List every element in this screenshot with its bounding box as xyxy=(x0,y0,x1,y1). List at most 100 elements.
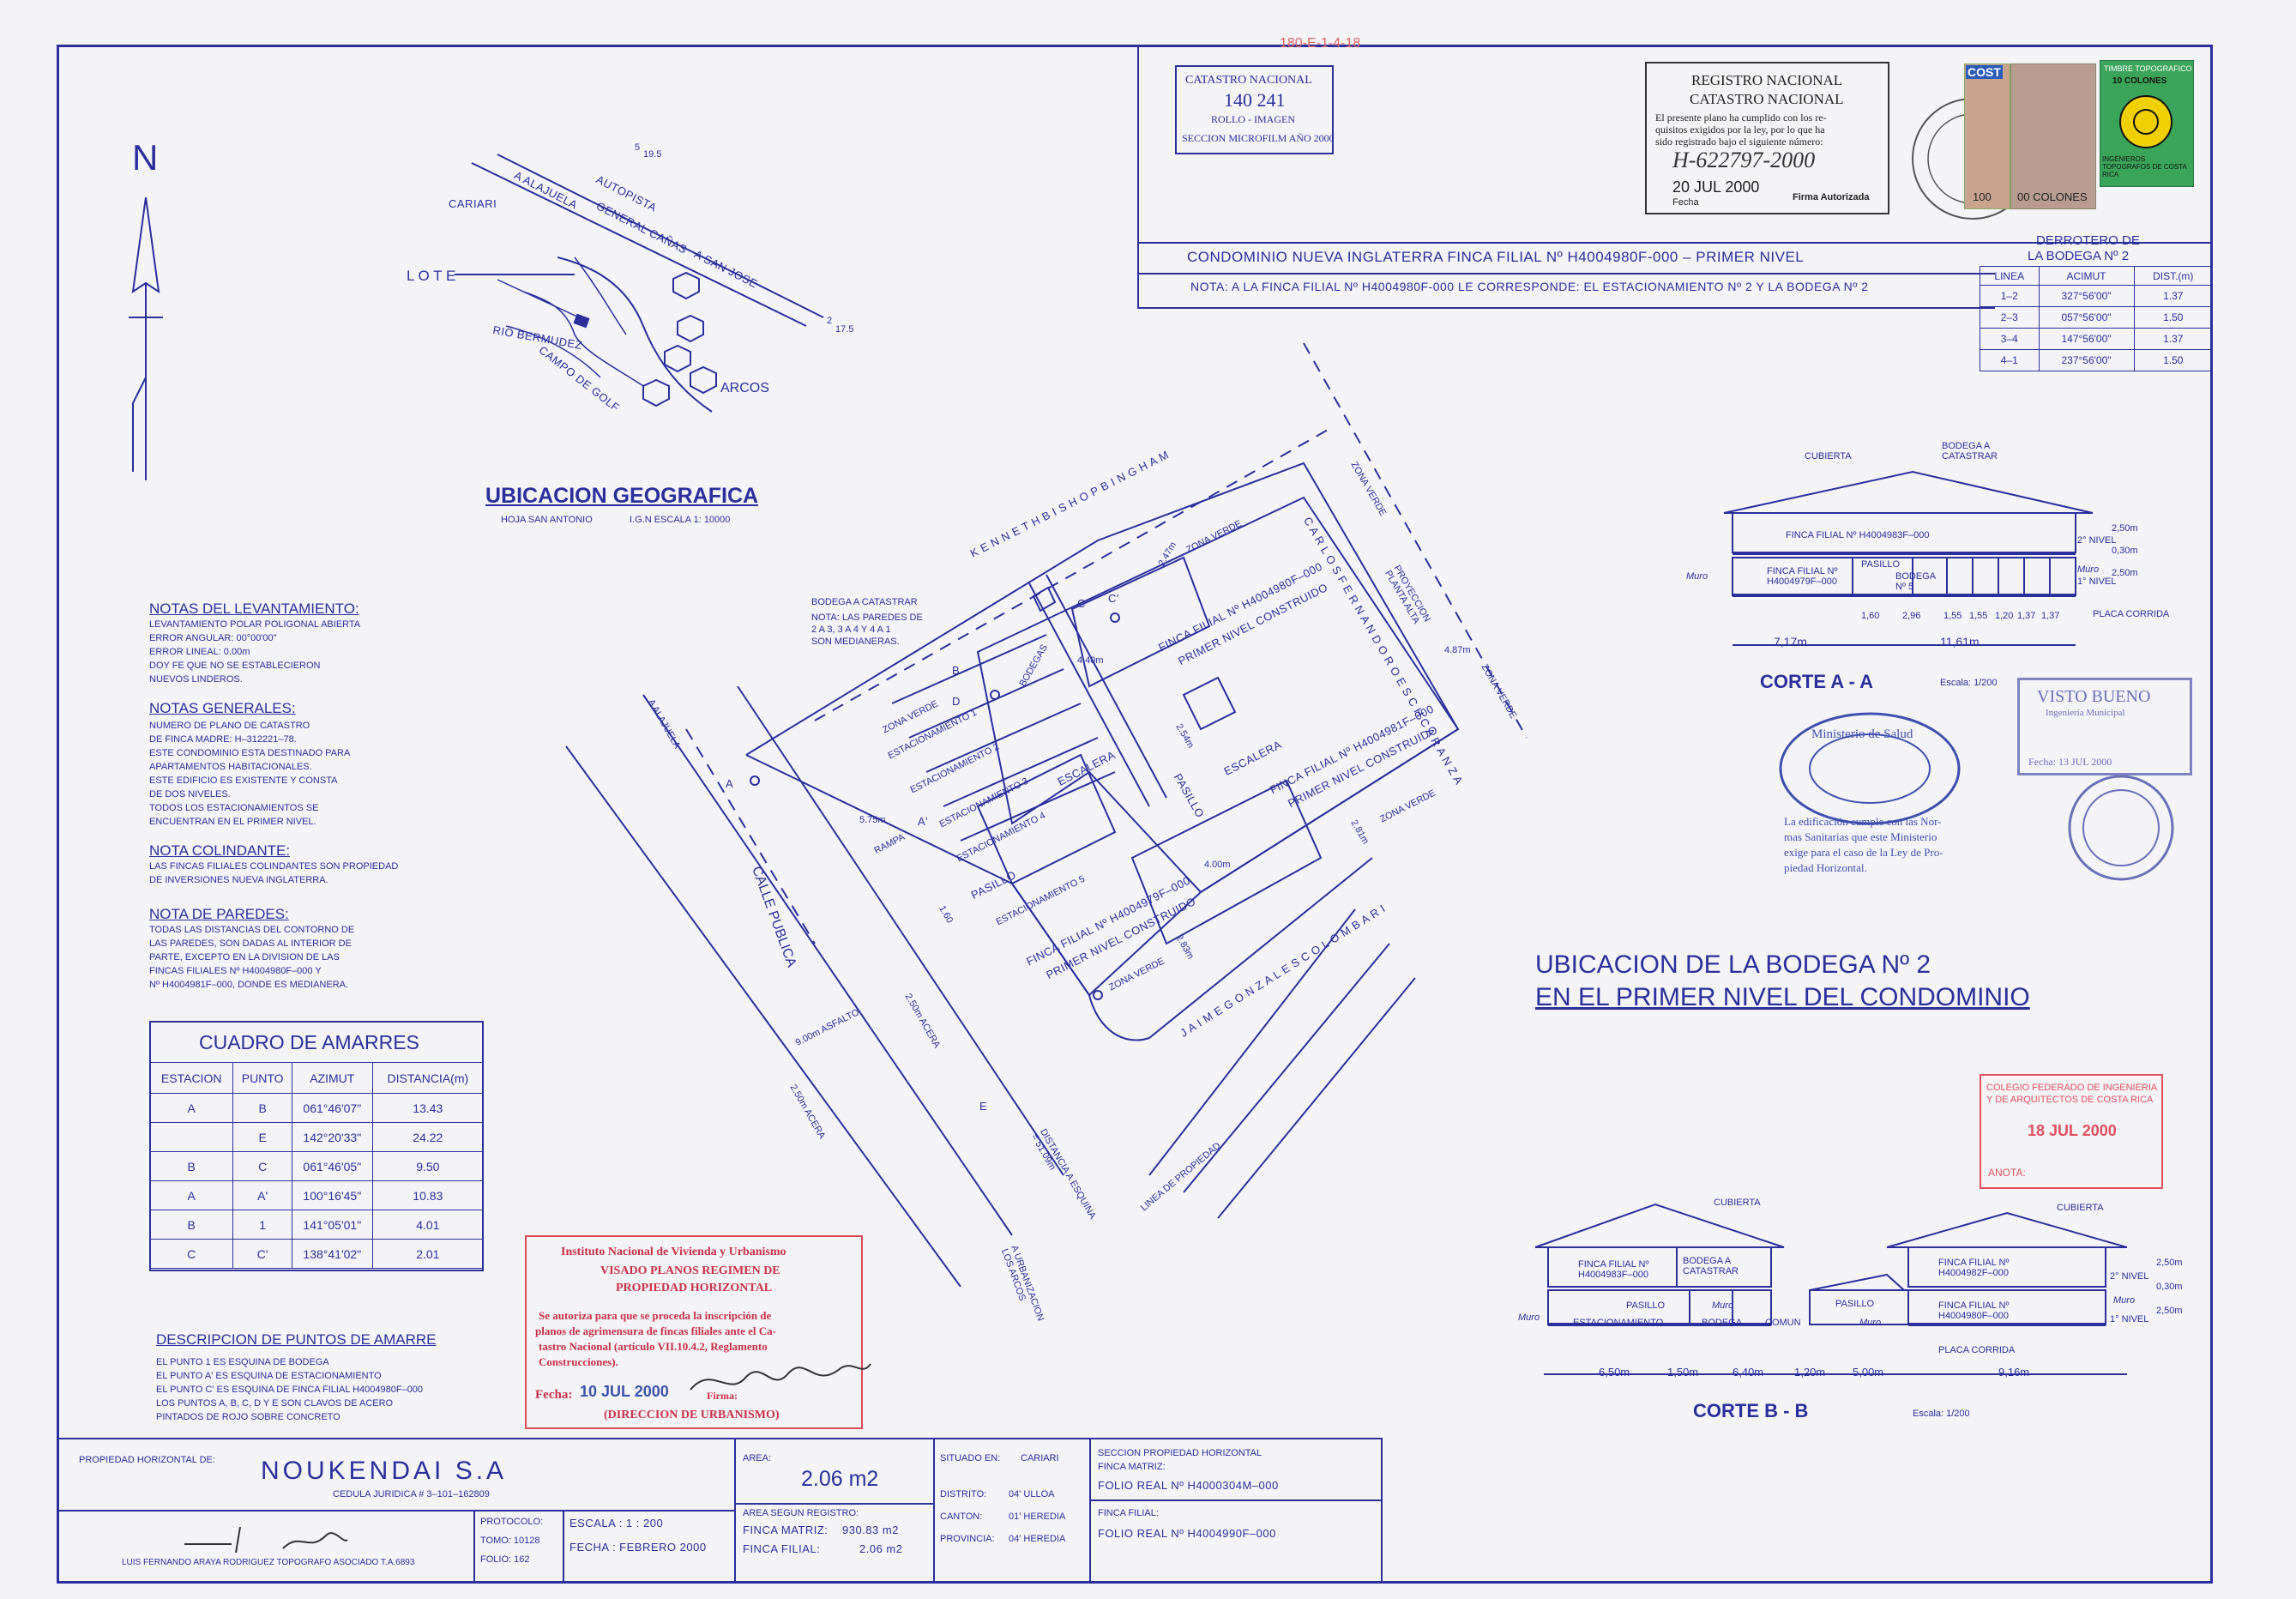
invu-body: Se autoriza para que se proceda la inscr… xyxy=(539,1309,772,1322)
registro-title-1: REGISTRO NACIONAL xyxy=(1691,72,1843,88)
footer-situado-value: CARIARI xyxy=(1021,1453,1059,1463)
invu-firma-label: Firma: xyxy=(707,1390,738,1402)
site-plan-drawing xyxy=(565,342,1528,1287)
municipalidad-seal xyxy=(2068,775,2174,881)
footer-escala: ESCALA : 1 : 200 xyxy=(569,1517,664,1530)
header-title: CONDOMINIO NUEVA INGLATERRA FINCA FILIAL… xyxy=(1187,249,1805,265)
corte-b-nivel1: 1° NIVEL xyxy=(2110,1314,2149,1324)
footer-tomo: TOMO: 10128 xyxy=(480,1536,540,1546)
footer-hline-3 xyxy=(1089,1499,1381,1501)
corte-b-dim: 1,50m xyxy=(1667,1366,1699,1379)
plan-point-a: A xyxy=(726,777,734,790)
footer-distrito-value: 04' ULLOA xyxy=(1009,1489,1055,1499)
amarres-cell: B xyxy=(232,1093,292,1123)
footer-finca-matriz: FINCA MATRIZ: xyxy=(743,1524,829,1536)
derrotero-header-acimut: ACIMUT xyxy=(2038,266,2135,286)
derrotero-header-linea: LINEA xyxy=(1980,266,2040,286)
footer-div-5 xyxy=(1089,1438,1091,1584)
registro-body-1: El presente plano ha cumplido con los re… xyxy=(1655,112,1827,124)
descripcion-line: PINTADOS DE ROJO SOBRE CONCRETO xyxy=(156,1412,340,1422)
notas-gen-line: NUMERO DE PLANO DE CATASTRO xyxy=(149,721,310,731)
corte-b-placa: PLACA CORRIDA xyxy=(1938,1345,2016,1355)
derrotero-cell: 1.50 xyxy=(2133,306,2214,329)
notas-lev-line: ERROR ANGULAR: 00°00'00" xyxy=(149,633,277,643)
amarres-cell: 2.01 xyxy=(371,1239,485,1269)
footer-area-label: AREA: xyxy=(743,1453,772,1463)
plan-point-a-prime: A' xyxy=(918,815,929,828)
map-grid-2: 2 xyxy=(827,316,833,326)
corte-b-h250b: 2,50m xyxy=(2156,1306,2183,1316)
footer-finca-filial: FINCA FILIAL: xyxy=(743,1542,821,1555)
nota-colindante-title: NOTA COLINDANTE: xyxy=(149,842,291,859)
amarres-cell: E xyxy=(232,1122,292,1152)
notas-gen-line: TODOS LOS ESTACIONAMIENTOS SE xyxy=(149,803,319,813)
notas-gen-line: ESTE EDIFICIO ES EXISTENTE Y CONSTA xyxy=(149,775,338,786)
amarres-cell: 061°46'07" xyxy=(291,1093,373,1123)
amarres-cell: 10.83 xyxy=(371,1180,485,1210)
map-label-cariari: CARIARI xyxy=(449,197,497,210)
corte-b-bodega: BODEGA xyxy=(1702,1318,1743,1328)
footer-area-reg: AREA SEGUN REGISTRO: xyxy=(743,1508,859,1518)
nota-col-line: LAS FINCAS FILIALES COLINDANTES SON PROP… xyxy=(149,861,399,872)
amarres-cell xyxy=(148,1122,234,1152)
map-label-lote: L O T E xyxy=(407,268,456,284)
header-band-mid xyxy=(1137,273,1995,275)
location-map xyxy=(455,154,824,413)
colegio-anota: ANOTA: xyxy=(1988,1167,2026,1179)
header-note: NOTA: A LA FINCA FILIAL Nº H4004980F-000… xyxy=(1190,280,1869,293)
footer-owner: NOUKENDAI S.A xyxy=(261,1457,508,1485)
north-label: N xyxy=(132,137,159,178)
plan-bodega-catastrar: BODEGA A CATASTRAR xyxy=(811,597,918,607)
stamp-value-1: 100 xyxy=(1973,190,1992,203)
timbre-value: 10 COLONES xyxy=(2112,76,2167,86)
amarres-cell: B xyxy=(148,1210,234,1240)
catastro-line-2: 140 241 xyxy=(1224,89,1286,111)
derrotero-cell: 4–1 xyxy=(1980,349,2040,371)
notas-gen-line: APARTAMENTOS HABITACIONALES. xyxy=(149,762,312,772)
notas-generales-title: NOTAS GENERALES: xyxy=(149,700,296,716)
footer-hline-1 xyxy=(57,1510,734,1512)
descripcion-line: EL PUNTO A' ES ESQUINA DE ESTACIONAMIENT… xyxy=(156,1371,382,1381)
footer-fm-value: FOLIO REAL Nº H4000304M–000 xyxy=(1098,1479,1279,1492)
ministerio-line: exige para el caso de la Ley de Pro- xyxy=(1784,846,1943,859)
sheet-border xyxy=(57,45,2213,1584)
footer-div-2 xyxy=(563,1510,564,1584)
corte-b-h250a: 2,50m xyxy=(2156,1258,2183,1268)
corte-b-ff982: FINCA FILIAL Nº H4004982F–000 xyxy=(1938,1258,2010,1278)
derrotero-cell: 1.37 xyxy=(2133,285,2214,307)
colegio-date: 18 JUL 2000 xyxy=(2028,1122,2117,1139)
registro-date: 20 JUL 2000 xyxy=(1672,178,1760,196)
corte-b-dim: 6,50m xyxy=(1599,1366,1630,1379)
derrotero-cell: 057°56'00" xyxy=(2038,306,2135,329)
footer-fm-label: FINCA MATRIZ: xyxy=(1098,1462,1166,1472)
registro-number: H-622797-2000 xyxy=(1672,148,1816,172)
corte-a-drawing xyxy=(1723,470,2094,646)
notas-gen-line: DE FINCA MADRE: H–312221–78. xyxy=(149,734,297,745)
map-label-arcos: ARCOS xyxy=(720,381,769,395)
ubicacion-bodega-line-1: UBICACION DE LA BODEGA Nº 2 xyxy=(1535,950,1931,979)
map-grid-5: 5 xyxy=(635,142,641,153)
corte-a-ff983: FINCA FILIAL Nº H4004983F–000 xyxy=(1786,530,1930,540)
derrotero-cell: 2–3 xyxy=(1980,306,2040,329)
corte-b-ff983: FINCA FILIAL Nº H4004983F–000 xyxy=(1578,1259,1649,1280)
footer-fecha: FECHA : FEBRERO 2000 xyxy=(569,1541,707,1554)
amarres-header: ESTACION xyxy=(148,1062,234,1094)
plan-dim-400: 4.00m xyxy=(1204,860,1231,870)
invu-fecha-label: Fecha: xyxy=(535,1388,573,1402)
corte-a-dim: 1,20 xyxy=(1995,611,2014,621)
footer-canton: CANTON: xyxy=(940,1512,983,1522)
catastro-line-1: CATASTRO NACIONAL xyxy=(1185,74,1312,87)
footer-situado: SITUADO EN: xyxy=(940,1453,1001,1463)
header-band-top xyxy=(1137,242,2213,244)
ministerio-salud-seal xyxy=(1779,712,1961,825)
ministerio-line: La edificación cumple con las Nor- xyxy=(1784,815,1942,828)
amarres-cell: 9.50 xyxy=(371,1151,485,1181)
invu-date: 10 JUL 2000 xyxy=(580,1383,669,1400)
derrotero-title-1: DERROTERO DE xyxy=(2036,233,2140,248)
corte-a-nivel1: 1° NIVEL xyxy=(2077,576,2117,587)
ministerio-line: mas Sanitarias que este Ministerio xyxy=(1784,830,1937,843)
corte-a-bodega-cat: BODEGA A CATASTRAR xyxy=(1942,441,1998,462)
descripcion-line: EL PUNTO 1 ES ESQUINA DE BODEGA xyxy=(156,1357,329,1367)
